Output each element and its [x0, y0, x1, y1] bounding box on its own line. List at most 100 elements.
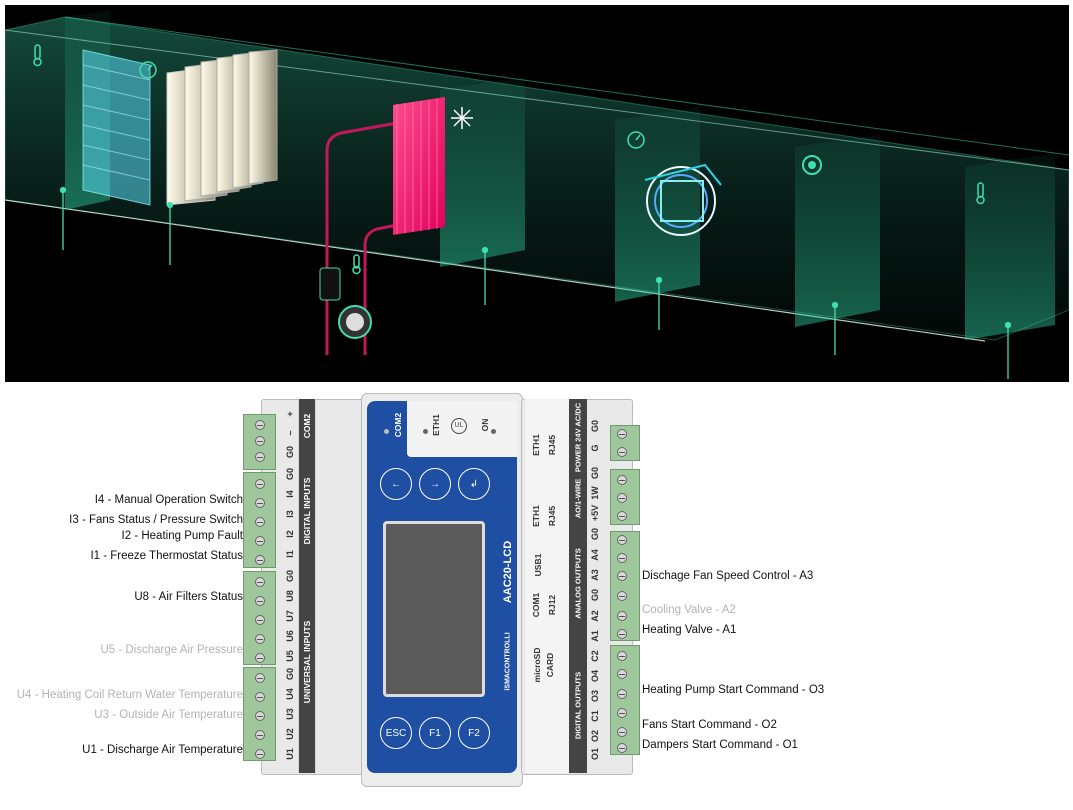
right-pin-label: O2	[590, 730, 600, 743]
terminal-screw	[255, 749, 265, 759]
right-port-column	[525, 399, 570, 773]
left-io-label: I4 - Manual Operation Switch	[94, 494, 243, 506]
card-label: CARD	[545, 652, 555, 678]
right-pin-label: O3	[590, 690, 600, 703]
left-pin-label: U2	[285, 728, 295, 740]
right-pin-label: A4	[590, 549, 600, 561]
right-pin-label: A2	[590, 610, 600, 622]
terminal-screw	[255, 711, 265, 721]
right-analog-label: ANALOG OUTPUTS	[573, 548, 583, 619]
left-pin-label: I1	[285, 550, 295, 558]
lcd-screen	[383, 521, 485, 697]
ahu-duct-drawing	[5, 10, 1069, 379]
terminal-screw	[255, 692, 265, 702]
left-pin-label: U4	[285, 688, 295, 700]
terminal-screw	[255, 653, 265, 663]
air-filter	[166, 49, 278, 206]
terminal-screw	[255, 634, 265, 644]
damper	[82, 49, 151, 206]
terminal-screw	[255, 536, 265, 546]
terminal-screw	[617, 511, 627, 521]
right-pin-label: G0	[590, 589, 600, 602]
eth1-rj45-b-label: ETH1	[531, 505, 541, 527]
left-io-label: I3 - Fans Status / Pressure Switch	[69, 514, 243, 526]
left-pin-label: –	[285, 430, 295, 436]
right-pin-label: G0	[590, 420, 600, 433]
terminal-screw	[255, 730, 265, 740]
terminal-screw	[617, 475, 627, 485]
com1-label: COM1	[531, 592, 541, 618]
thermometer-icon	[33, 44, 42, 67]
left-pin-label: G0	[285, 468, 295, 481]
pressure-gauge-icon	[627, 131, 645, 149]
fan	[644, 163, 722, 236]
heating-pipes	[325, 121, 398, 355]
right-pin-label: A1	[590, 630, 600, 642]
left-pin-label: U1	[285, 748, 295, 760]
terminal-screw	[617, 447, 627, 457]
right-power-label: POWER 24V AC/DC	[573, 402, 583, 473]
right-pin-label: C1	[590, 710, 600, 722]
right-label-strip	[569, 399, 587, 773]
right-io-label: Cooling Valve - A2	[642, 604, 736, 616]
right-pin-label: G0	[590, 528, 600, 541]
terminal-screw	[617, 591, 627, 601]
certification-mark-icon: UL	[451, 418, 467, 434]
left-pin-label: U6	[285, 630, 295, 642]
terminal-screw	[617, 727, 627, 737]
esc-button[interactable]: ESC	[380, 717, 412, 749]
terminal-screw	[255, 436, 265, 446]
right-io-label: Fans Start Command - O2	[642, 719, 777, 731]
left-io-label: I1 - Freeze Thermostat Status	[90, 550, 243, 562]
com2-led	[384, 429, 389, 434]
left-pin-label: G0	[285, 570, 295, 583]
left-pin-label: U5	[285, 650, 295, 662]
terminal-screw	[617, 629, 627, 639]
right-pin-label: G	[590, 444, 600, 452]
f2-button[interactable]: F2	[458, 717, 490, 749]
thermometer-icon	[976, 182, 985, 205]
left-pin-label: G0	[285, 446, 295, 459]
smoke-detector-icon	[802, 155, 822, 175]
terminal-screw	[617, 689, 627, 699]
on-led	[491, 429, 496, 434]
terminal-screw	[617, 651, 627, 661]
left-pin-label: G0	[285, 668, 295, 681]
microsd-label: microSD	[532, 647, 542, 683]
right-pin-label: G0	[590, 467, 600, 480]
right-pin-label: 1W	[590, 486, 600, 500]
usb1-label: USB1	[533, 553, 543, 577]
left-label-strip	[299, 399, 315, 773]
brand-label: iSMACONTROLLI	[504, 632, 512, 691]
left-arrow-button[interactable]: ←	[380, 468, 412, 500]
terminal-block-analog-outputs	[610, 531, 640, 641]
right-arrow-button[interactable]: →	[419, 468, 451, 500]
terminal-screw	[255, 596, 265, 606]
terminal-screw	[255, 479, 265, 489]
left-io-label: U5 - Discharge Air Pressure	[100, 644, 243, 656]
terminal-screw	[255, 420, 265, 430]
rj45-a-label: RJ45	[547, 434, 557, 456]
right-io-label: Heating Valve - A1	[642, 624, 737, 636]
terminal-screw	[617, 571, 627, 581]
snowflake-icon	[451, 107, 473, 129]
right-io-label: Dampers Start Command - O1	[642, 739, 798, 751]
right-digital-label: DIGITAL OUTPUTS	[573, 671, 583, 740]
left-io-label: U4 - Heating Coil Return Water Temperatu…	[16, 689, 243, 701]
terminal-screw	[255, 673, 265, 683]
enter-button[interactable]: ↲	[458, 468, 490, 500]
right-ao-wire-label: AO/1-WIRE	[573, 478, 583, 519]
terminal-screw	[617, 493, 627, 503]
terminal-screw	[617, 535, 627, 545]
rj45-b-label: RJ45	[547, 505, 557, 527]
ahu-schematic	[5, 5, 1069, 382]
controller-device: COM2 DIGITAL INPUTS UNIVERSAL INPUTS +–G…	[243, 393, 643, 787]
left-pin-label: U8	[285, 590, 295, 602]
terminal-block-digital-outputs	[610, 645, 640, 755]
left-pin-label: I3	[285, 510, 295, 518]
right-pin-label: O1	[590, 748, 600, 761]
left-header-bottom: UNIVERSAL INPUTS	[302, 620, 312, 704]
f1-button[interactable]: F1	[419, 717, 451, 749]
terminal-screw	[617, 669, 627, 679]
pump	[319, 267, 372, 339]
